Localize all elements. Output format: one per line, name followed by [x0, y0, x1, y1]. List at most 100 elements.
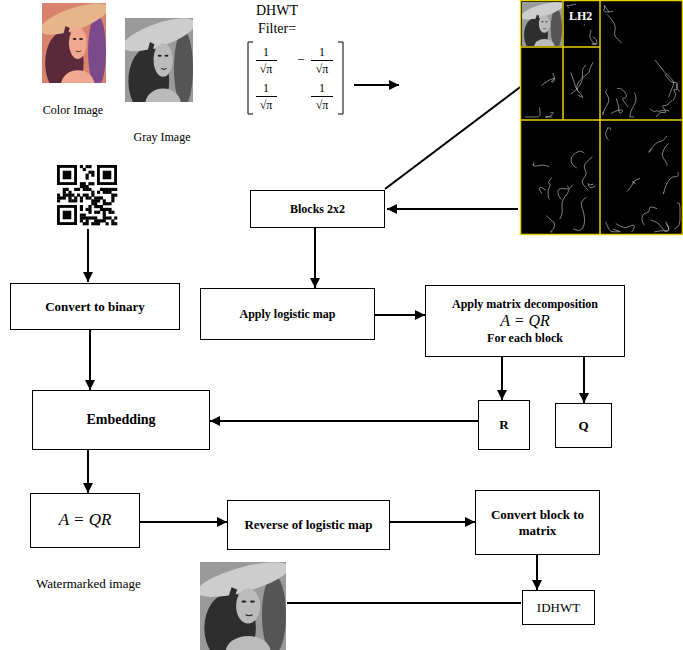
photo-hair	[536, 15, 540, 44]
edge-detail	[662, 143, 668, 165]
photo-feather	[262, 575, 286, 650]
qr-module	[103, 202, 106, 205]
qr-module	[57, 196, 60, 199]
image-caption: Gray Image	[134, 130, 191, 144]
leader-line	[385, 82, 527, 189]
edge-detail	[582, 157, 592, 190]
qr-module	[80, 165, 83, 168]
qr-module	[106, 188, 109, 191]
edge-detail	[665, 74, 680, 91]
photo-eye	[250, 601, 255, 603]
edge-detail	[588, 184, 595, 188]
qr-module	[97, 222, 100, 225]
matrix-sign: −	[297, 53, 304, 67]
qr-module	[111, 219, 114, 222]
qr-ground	[57, 165, 117, 225]
qr-module	[86, 174, 89, 177]
qr-finder	[63, 211, 72, 220]
qr-module	[94, 216, 97, 219]
edge-detail	[541, 73, 554, 85]
qr-module	[86, 188, 89, 191]
matrix-entry: 1	[263, 45, 269, 59]
image-caption: Watermarked image	[36, 577, 141, 591]
qr-module	[88, 208, 91, 211]
qr-finder	[103, 171, 112, 180]
qr-module	[106, 222, 109, 225]
qr-module	[108, 188, 111, 191]
edge-detail	[651, 220, 669, 232]
flow-arrow	[89, 330, 91, 390]
filter-name: DHWT	[256, 4, 298, 18]
edge-detail	[673, 84, 677, 101]
qr-module	[97, 199, 100, 202]
qr-module	[68, 191, 71, 194]
matrix-entry: √π	[260, 98, 273, 112]
edge-detail	[630, 93, 636, 117]
qr-finder	[57, 205, 77, 225]
box-label: IDHWT	[537, 600, 580, 616]
edge-detail	[545, 112, 553, 117]
flow-arrow	[140, 521, 227, 523]
qr-module	[111, 194, 114, 197]
qr-module	[80, 216, 83, 219]
qr-module	[57, 199, 60, 202]
qr-module	[94, 219, 97, 222]
qr-finder	[63, 171, 72, 180]
box-label: Apply logistic map	[239, 307, 335, 321]
qr-code	[57, 165, 117, 225]
edge-detail	[606, 128, 611, 140]
qr-module	[114, 216, 117, 219]
qr-module	[77, 188, 80, 191]
qr-module	[60, 196, 63, 199]
qr-module	[100, 208, 103, 211]
photo-face	[539, 15, 550, 33]
edge-detail	[571, 73, 583, 98]
process-box: A = QR	[30, 493, 140, 548]
matrix-box: R	[478, 400, 530, 450]
photo-mouth	[161, 68, 166, 70]
photo-eye	[541, 21, 543, 22]
photo-hair	[149, 43, 155, 98]
qr-module	[88, 211, 91, 214]
qr-module	[108, 191, 111, 194]
qr-finder	[100, 168, 114, 182]
qr-module	[111, 188, 114, 191]
photo-mouth	[76, 51, 81, 53]
edge-detail	[607, 14, 621, 42]
qr-module	[77, 194, 80, 197]
qr-module	[94, 222, 97, 225]
qr-module	[103, 216, 106, 219]
qr-module	[94, 205, 97, 208]
qr-module	[111, 199, 114, 202]
subband-grid	[562, 0, 564, 120]
box-label: Convert block to matrix	[490, 507, 585, 538]
qr-module	[100, 219, 103, 222]
box-label: Reverse of logistic map	[244, 517, 372, 533]
edge-detail	[590, 30, 596, 44]
fraction-bar	[256, 60, 277, 61]
qr-module	[88, 165, 91, 168]
matrix-entry: 1	[319, 81, 325, 95]
watermarked-photo	[194, 555, 292, 650]
qr-module	[83, 185, 86, 188]
qr-module	[71, 199, 74, 202]
subband-label: LH2	[567, 8, 594, 24]
flow-arrow	[354, 84, 399, 86]
process-box: IDHWT	[522, 590, 595, 625]
edge-detail	[603, 90, 609, 115]
process-box: Convert to binary	[10, 283, 180, 330]
qr-module	[108, 208, 111, 211]
qr-module	[80, 205, 83, 208]
qr-module	[86, 185, 89, 188]
qr-module	[111, 196, 114, 199]
qr-module	[80, 214, 83, 217]
qr-module	[108, 216, 111, 219]
box-label: Convert to binary	[45, 299, 145, 315]
photo-eye	[158, 55, 162, 57]
qr-module	[86, 222, 89, 225]
edge-detail	[558, 185, 569, 199]
qr-module	[91, 199, 94, 202]
qr-module	[83, 214, 86, 217]
edge-detail	[663, 172, 678, 194]
qr-module	[57, 194, 60, 197]
